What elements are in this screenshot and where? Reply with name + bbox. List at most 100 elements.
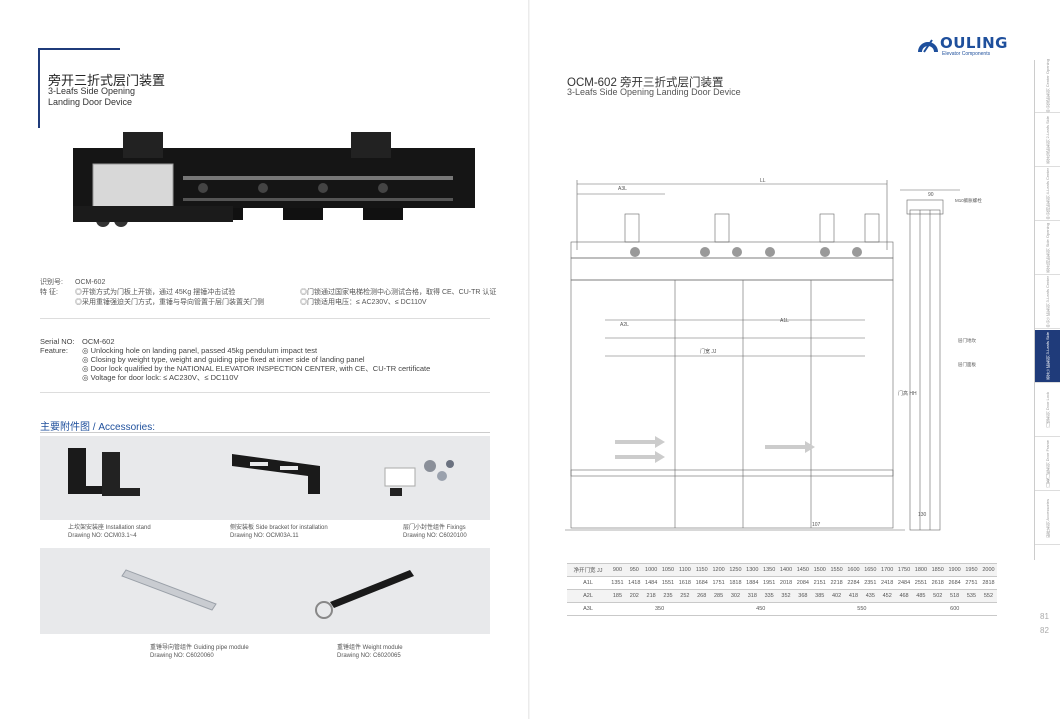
table-cell: 2018	[777, 576, 795, 590]
sidebar-item[interactable]: 门锁系列 Door Lock	[1035, 384, 1060, 437]
dim-height: 门高 HH	[898, 391, 917, 397]
table-cell: 1450	[794, 563, 812, 577]
sidebar-item-active[interactable]: 旁开三折系列 3-Leafs Side	[1035, 330, 1060, 383]
table-cell: 368	[794, 589, 812, 603]
sidebar-item[interactable]: 中分三折系列 3-Leafs Center	[1035, 276, 1060, 329]
table-cell: 2418	[878, 576, 896, 590]
caption: Drawing NO: OCM03A.11	[230, 533, 299, 539]
sidebar-item[interactable]: 中分双折系列 Center Opening	[1035, 59, 1060, 113]
table-cell: 1351	[609, 576, 626, 590]
table-cell: 185	[609, 589, 626, 603]
table-cell: 502	[929, 589, 947, 603]
table-cell: 352	[777, 589, 795, 603]
table-cell: 1484	[642, 576, 660, 590]
dim-130: 130	[918, 512, 927, 518]
page-number: 82	[1040, 626, 1049, 635]
table-cell: 1050	[659, 563, 677, 577]
caption: 重锤导向管组件 Guiding pipe module	[150, 645, 249, 651]
table-cell: 1951	[760, 576, 778, 590]
installation-stand-image	[68, 448, 140, 496]
table-cell: 218	[642, 589, 660, 603]
weight-module-image	[315, 570, 414, 619]
note-bolt: M10膨胀螺栓	[955, 198, 982, 203]
table-cell: 385	[811, 589, 829, 603]
note-sill: 层门地坎	[958, 338, 976, 343]
sidebar-item[interactable]: 旁开双折系列 2-Leafs Side	[1035, 114, 1060, 167]
table-cell: 2151	[811, 576, 829, 590]
table-cell: 552	[979, 589, 997, 603]
table-cell: 1650	[861, 563, 879, 577]
table-cell: 2218	[828, 576, 846, 590]
sidebar-item[interactable]: 旁开四折系列 Side Opening	[1035, 222, 1060, 275]
title-frame	[38, 48, 120, 128]
table-cell: 1818	[727, 576, 744, 590]
table-cell: 418	[845, 589, 862, 603]
fixings-image	[384, 460, 454, 496]
dim-a2l: A2L	[620, 322, 629, 328]
caption: 上坎架安装座 Installation stand	[68, 525, 151, 531]
spec-cn-item: ◎开锁方式为门板上开锁，通过 45Kg 摆锤冲击试验	[75, 289, 236, 296]
table-cell: 600	[912, 602, 997, 616]
caption: Drawing NO: C6020060	[150, 653, 214, 659]
sidebar-item[interactable]: 门套/门框系列 Door Frame	[1035, 438, 1060, 491]
table-cell: 1750	[895, 563, 913, 577]
table-cell: 318	[743, 589, 761, 603]
logo-subtitle: Elevator Components	[942, 51, 991, 57]
spec-en-feature-label: Feature:	[40, 346, 68, 355]
dim-a1l: A1L	[780, 318, 789, 324]
table-cell: 1684	[693, 576, 711, 590]
accessories-title: 主要附件图 / Accessories:	[40, 422, 156, 433]
spec-cn-serial-value: OCM-602	[75, 279, 106, 286]
table-cell: 1250	[727, 563, 744, 577]
row-label: A2L	[567, 589, 609, 603]
book-spine	[528, 0, 530, 719]
table-cell: 1551	[659, 576, 677, 590]
table-cell: 1400	[777, 563, 795, 577]
table-cell: 1884	[743, 576, 761, 590]
spec-cn-item: ◎门锁适用电压：≤ AC230V、≤ DC110V	[300, 299, 427, 306]
table-cell: 1100	[676, 563, 694, 577]
table-cell: 350	[609, 602, 711, 616]
accessory-panel-row2	[40, 548, 490, 634]
accessory-panel-row1	[40, 436, 490, 520]
table-cell: 1850	[929, 563, 947, 577]
dim-a3l: A3L	[618, 186, 627, 192]
table-cell: 2551	[912, 576, 930, 590]
table-cell: 235	[659, 589, 677, 603]
table-cell: 518	[946, 589, 964, 603]
divider	[40, 318, 490, 319]
table-cell: 2284	[845, 576, 862, 590]
left-title-cn: 旁开三折式层门装置	[48, 73, 166, 88]
caption: 重锤组件 Weight module	[337, 645, 403, 651]
table-cell: 2684	[946, 576, 964, 590]
spec-cn-item: ◎采用重锤强迫关门方式，重锤与导向管置于层门装置关门侧	[75, 299, 264, 306]
table-cell: 2484	[895, 576, 913, 590]
table-cell: 468	[895, 589, 913, 603]
table-cell: 1700	[878, 563, 896, 577]
table-cell: 1500	[811, 563, 829, 577]
table-cell: 1751	[710, 576, 728, 590]
table-cell: 1618	[676, 576, 694, 590]
table-cell: 1350	[760, 563, 778, 577]
sidebar-item[interactable]: 配件系列 Accessories	[1035, 492, 1060, 545]
table-cell: 1550	[828, 563, 846, 577]
table-row: A1L 1351 1418 1484 1551 1618 1684 1751 1…	[567, 576, 997, 590]
table-cell: 900	[609, 563, 626, 577]
spec-en-item: ◎ Door lock qualified by the NATIONAL EL…	[82, 364, 431, 373]
dim-107: 107	[812, 522, 821, 528]
spec-cn-serial-label: 识别号:	[40, 279, 63, 286]
guiding-pipe-image	[121, 569, 217, 611]
table-cell: 1150	[693, 563, 711, 577]
table-cell: 1600	[845, 563, 862, 577]
page-number: 81	[1040, 612, 1049, 621]
caption: Drawing NO: C6020065	[337, 653, 401, 659]
table-cell: 1950	[963, 563, 980, 577]
right-title: OCM-602 旁开三折式层门装置	[567, 77, 724, 89]
table-cell: 2000	[979, 563, 997, 577]
table-cell: 450	[710, 602, 812, 616]
table-cell: 1300	[743, 563, 761, 577]
left-title-en: 3-Leafs Side Opening Landing Door Device	[48, 86, 136, 107]
sidebar-item[interactable]: 中分四折系列 4-Leafs Center	[1035, 168, 1060, 221]
spec-en-item: ◎ Closing by weight type, weight and gui…	[82, 355, 365, 364]
table-cell: 302	[727, 589, 744, 603]
